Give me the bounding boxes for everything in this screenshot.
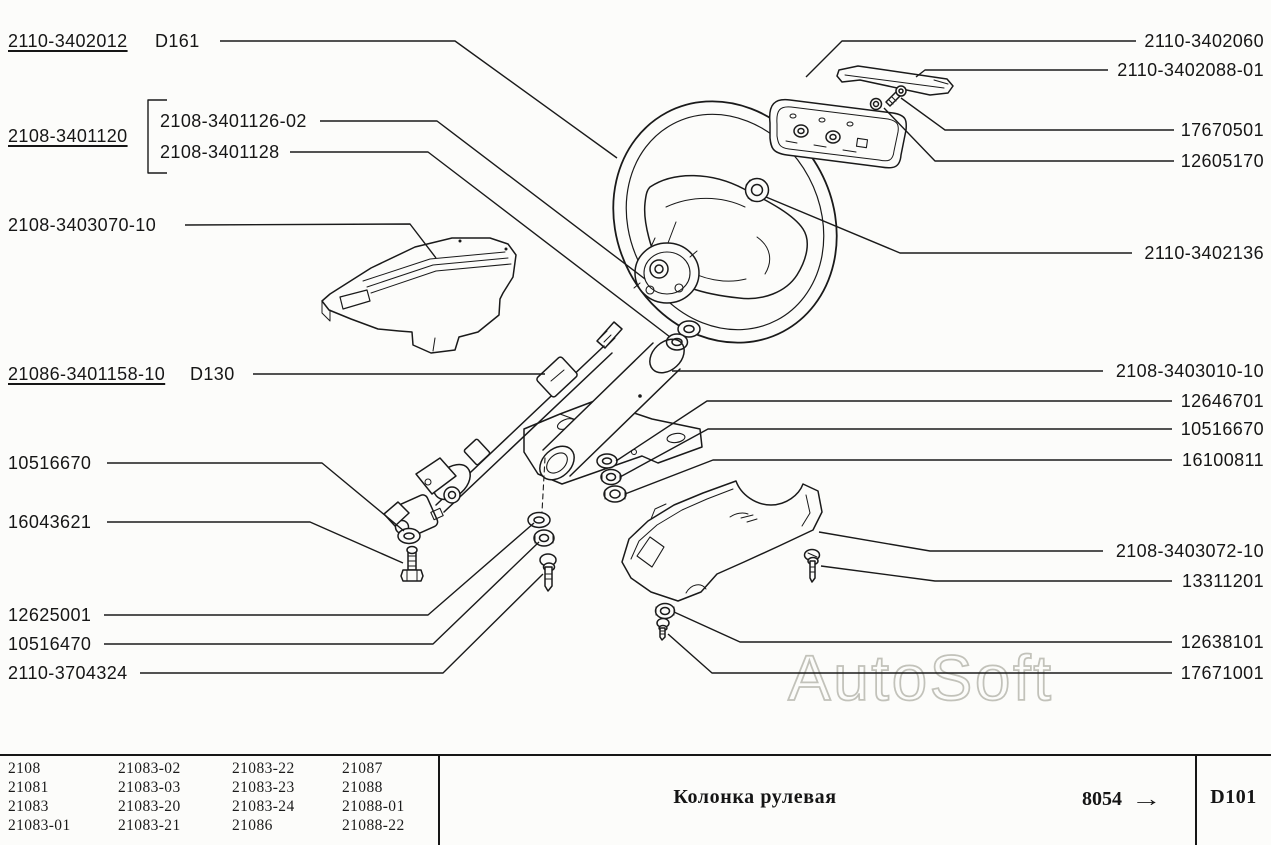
- part-number-label: 2108-3401128: [160, 142, 280, 162]
- part-number-label: 12638101: [1180, 632, 1264, 652]
- model-number: 21083-22: [232, 760, 295, 777]
- leader-lines: [104, 40, 1174, 674]
- part-number-label: 2110-3704324: [8, 663, 128, 683]
- part-number-label: 16043621: [8, 512, 92, 532]
- part-label-assembly: 21086-3401158-10 D130: [8, 364, 308, 384]
- universal-joint: [383, 457, 471, 540]
- part-number-label: 17670501: [1180, 120, 1264, 140]
- part-number-label: 2108-3401126-02: [160, 111, 307, 131]
- hub-washers: [665, 320, 701, 351]
- model-number: 21083-24: [232, 798, 295, 815]
- panel-nut: [869, 97, 883, 111]
- part-number-label: 10516470: [8, 634, 92, 654]
- model-number: 21087: [342, 760, 383, 777]
- page-number: 8054: [1082, 787, 1122, 810]
- label-group-brace: [147, 99, 167, 174]
- column-tube: [539, 338, 685, 481]
- model-number: 21083-02: [118, 760, 181, 777]
- model-number: 21083-23: [232, 779, 295, 796]
- part-number-label: 2108-3403072-10: [1115, 541, 1264, 561]
- plate-code: D101: [1210, 786, 1257, 808]
- lower-screw: [656, 617, 670, 641]
- footer-divider-left: [438, 756, 440, 845]
- part-number-label: 12646701: [1180, 391, 1264, 411]
- model-number: 21083-03: [118, 779, 181, 796]
- horn-contact-disc: [633, 242, 700, 304]
- part-number-label: 10516670: [1180, 419, 1264, 439]
- part-number-label: 21086-3401158-10: [8, 364, 166, 384]
- model-number: 21088-22: [342, 817, 405, 834]
- page-number-cell: 8054 →: [1082, 786, 1190, 812]
- part-number-label: 12625001: [8, 605, 92, 625]
- model-number: 21083-20: [118, 798, 181, 815]
- model-number: 21081: [8, 779, 49, 796]
- lower-nut: [654, 602, 676, 620]
- explode-axis-dashed-line: [541, 457, 546, 513]
- part-number-label: 17671001: [1180, 663, 1264, 683]
- ujoint-washer: [397, 527, 421, 545]
- lower-shroud: [621, 480, 823, 602]
- part-number-label: 10516670: [8, 453, 92, 473]
- part-number-label: 2110-3402012: [8, 31, 128, 51]
- model-number: 21088: [342, 779, 383, 796]
- part-number-label: 16100811: [1182, 450, 1264, 470]
- ref-code-label: D130: [190, 364, 235, 384]
- model-number: 21086: [232, 817, 273, 834]
- part-number-label: 13311201: [1182, 571, 1264, 591]
- steering-shaft: [435, 321, 623, 513]
- part-number-label: 2110-3402136: [1144, 243, 1264, 263]
- drawing-title: Колонка рулевая: [673, 786, 837, 808]
- footer-divider-right: [1195, 756, 1197, 845]
- right-arrow-icon: →: [1131, 786, 1162, 811]
- part-number-label: 2108-3403070-10: [8, 215, 157, 235]
- exploded-view-drawing: AutoSoft: [104, 40, 1174, 715]
- ujoint-bolt: [400, 545, 424, 582]
- part-number-label: 2110-3402060: [1144, 31, 1264, 51]
- switch-panel: [768, 98, 908, 169]
- part-number-label: 2110-3402088-01: [1117, 60, 1264, 80]
- trim-strip: [836, 65, 954, 96]
- model-number: 21083-01: [8, 817, 71, 834]
- part-number-label: 2108-3403010-10: [1115, 361, 1264, 381]
- footer-top-border: [0, 754, 1271, 757]
- part-number-label: 12605170: [1180, 151, 1264, 171]
- model-number: 21083: [8, 798, 49, 815]
- model-number: 2108: [8, 760, 41, 777]
- shroud-screw: [803, 548, 821, 583]
- part-label-assembly: 2110-3402012 D161: [8, 31, 288, 51]
- upper-shroud: [321, 237, 517, 354]
- panel-screw: [885, 85, 907, 107]
- watermark-text: AutoSoft: [788, 642, 1054, 714]
- ref-code-label: D161: [155, 31, 200, 51]
- model-number: 21088-01: [342, 798, 405, 815]
- model-number: 21083-21: [118, 817, 181, 834]
- part-number-label: 2108-3401120: [8, 126, 128, 146]
- steering-wheel-nut: [744, 177, 770, 203]
